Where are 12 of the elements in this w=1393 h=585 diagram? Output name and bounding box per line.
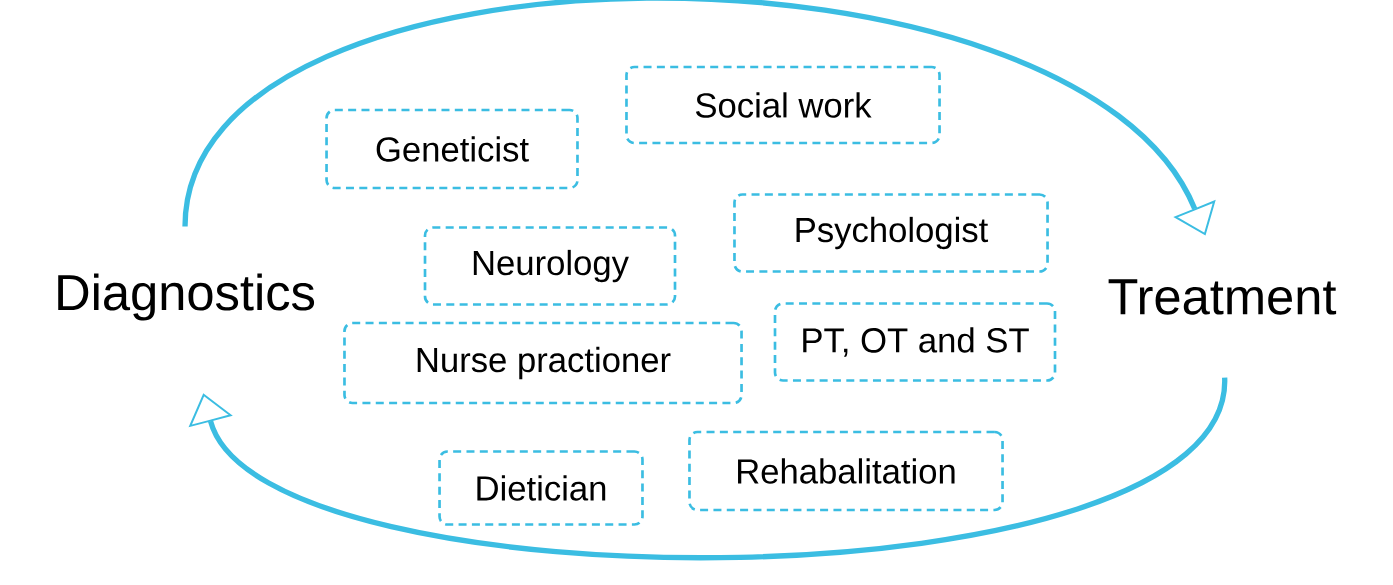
stage-label: Treatment	[1108, 279, 1337, 315]
curved-arrow	[188, 376, 1228, 560]
dashed-box: Dietician	[438, 450, 644, 526]
dashed-box: PT, OT and ST	[773, 302, 1057, 382]
dashed-box: Rehabalitation	[688, 430, 1004, 512]
dashed-box: Geneticist	[325, 108, 579, 190]
curved-arrow	[182, 0, 1216, 236]
dashed-box: Nurse practioner	[343, 321, 743, 405]
dashed-box: Psychologist	[733, 193, 1049, 273]
stage-label: Diagnostics	[58, 273, 315, 321]
dashed-box: Neurology	[423, 226, 677, 306]
dashed-box: Social work	[625, 65, 941, 145]
